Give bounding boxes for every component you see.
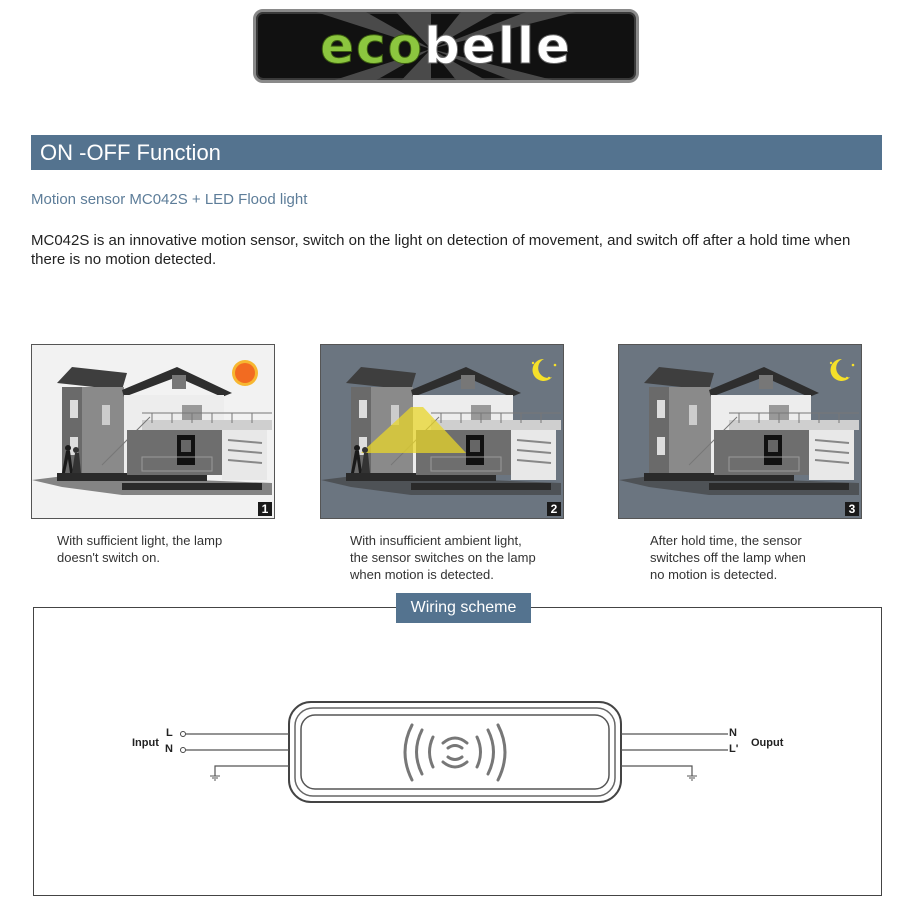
logo-rays — [316, 12, 576, 80]
output-terminal-l: L' — [729, 743, 739, 755]
logo-eco: eco — [320, 17, 424, 76]
house-illustration — [321, 358, 562, 496]
panel-caption: With sufficient light, the lamp doesn't … — [57, 533, 223, 565]
input-terminal-n: N — [165, 743, 173, 755]
scene-panel-off: 3 — [618, 344, 862, 519]
scene-panel-motion-on: 2 — [320, 344, 564, 519]
moon-icon — [531, 358, 557, 381]
output-label: Ouput — [751, 737, 784, 749]
input-label: Input — [132, 737, 159, 749]
section-title: ON -OFF Function — [40, 140, 221, 165]
scene-panel-day: 1 — [31, 344, 275, 519]
panel-caption: After hold time, the sensor switches off… — [650, 533, 806, 582]
ground-icon — [687, 775, 697, 781]
wiring-scheme-title: Wiring scheme — [410, 599, 517, 616]
terminal-l-in — [180, 731, 186, 737]
house-illustration — [32, 360, 273, 496]
terminal-n-in — [180, 747, 186, 753]
panel-number: 1 — [258, 502, 272, 516]
product-description: MC042S is an innovative motion sensor, s… — [31, 232, 851, 268]
product-subtitle: Motion sensor MC042S + LED Flood light — [31, 191, 308, 208]
moon-icon — [829, 358, 855, 381]
panel-number: 2 — [547, 502, 561, 516]
output-terminal-n: N — [729, 727, 737, 739]
motion-wave-icon — [403, 723, 507, 782]
light-beam — [361, 407, 466, 453]
logo-belle: belle — [424, 17, 572, 76]
panel-number: 3 — [845, 502, 859, 516]
wiring-scheme-tab: Wiring scheme — [396, 593, 531, 623]
house-illustration — [619, 358, 860, 496]
input-terminal-l: L — [166, 727, 173, 739]
sun-icon — [232, 360, 258, 386]
section-header: ON -OFF Function — [31, 135, 882, 170]
ground-icon — [210, 775, 220, 781]
panel-caption: With insufficient ambient light, the sen… — [350, 533, 536, 582]
